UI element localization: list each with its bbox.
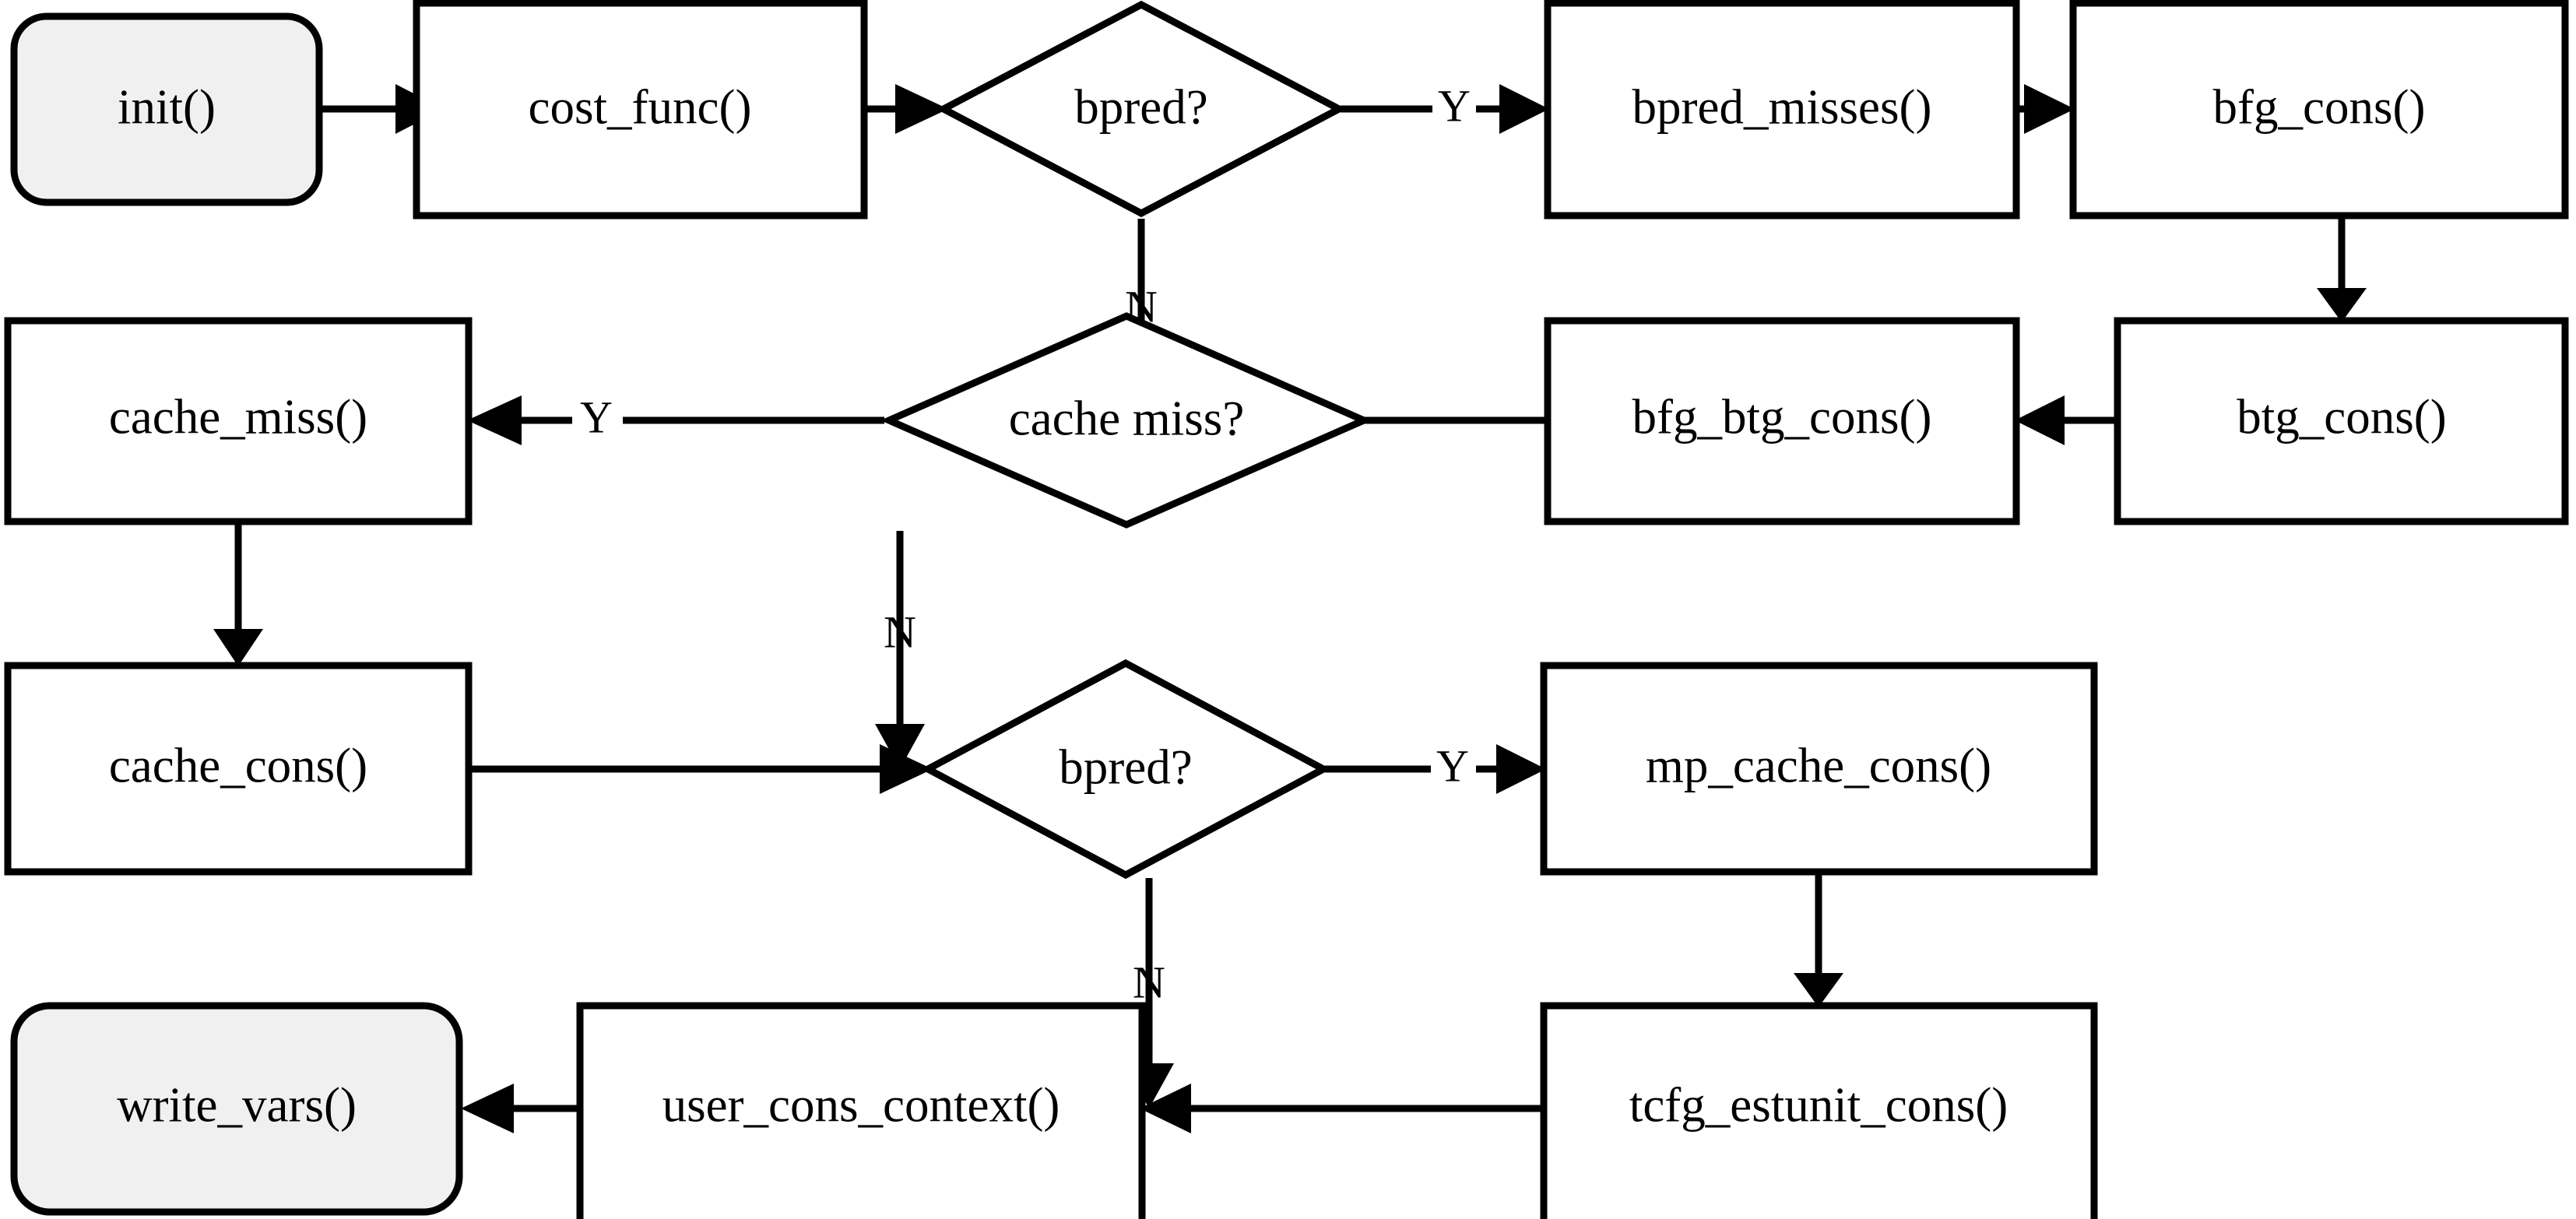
edge-bfg-cons-to-btg-cons <box>2317 216 2367 322</box>
node-btg-cons[interactable]: btg_cons() <box>2114 317 2569 525</box>
node-cache-miss-fn[interactable]: cache_miss() <box>4 317 473 525</box>
node-write-vars[interactable]: write_vars() <box>10 1002 463 1216</box>
node-bpred-decision-2[interactable]: bpred? <box>920 659 1331 880</box>
edge-bpred-misses-to-bfg-cons <box>2018 84 2075 134</box>
node-label-bfg-btg-cons: bfg_btg_cons() <box>1632 389 1932 444</box>
node-bpred-misses[interactable]: bpred_misses() <box>1544 0 2020 220</box>
edge-cache-miss-q-yes-to-cache-miss <box>467 395 884 445</box>
node-label-bfg-cons: bfg_cons() <box>2213 79 2426 134</box>
edge-bpred-1-yes-to-bpred-misses <box>1341 84 1549 134</box>
node-init[interactable]: init() <box>10 12 323 206</box>
node-label-bpred-decision-2: bpred? <box>1059 739 1192 794</box>
edge-label-bpred-2-no: N <box>1133 957 1165 1007</box>
node-label-cache-miss-fn: cache_miss() <box>109 389 367 444</box>
edges-layer <box>213 84 2367 1133</box>
node-label-tcfg-estunit-cons: tcfg_estunit_cons() <box>1629 1077 2008 1132</box>
node-user-cons-context[interactable]: user_cons_context() <box>576 1002 1146 1219</box>
edge-cache-miss-to-cache-cons <box>213 522 263 666</box>
node-bpred-decision-1[interactable]: bpred? <box>936 0 1347 218</box>
edge-cost-func-to-bpred-1 <box>866 84 948 134</box>
edge-label-cache-miss-q-no: N <box>884 606 916 657</box>
node-cache-miss-decision[interactable]: cache miss? <box>880 312 1373 529</box>
node-tcfg-estunit-cons[interactable]: tcfg_estunit_cons() <box>1540 1002 2098 1219</box>
node-bfg-cons[interactable]: bfg_cons() <box>2069 0 2569 220</box>
edge-label-bpred-2-yes: Y <box>1436 740 1469 791</box>
node-cache-cons[interactable]: cache_cons() <box>4 662 473 876</box>
node-label-write-vars: write_vars() <box>117 1077 357 1132</box>
node-mp-cache-cons[interactable]: mp_cache_cons() <box>1540 662 2098 876</box>
node-label-cost-func: cost_func() <box>529 79 752 134</box>
edge-mp-cache-cons-to-tcfg-estunit-cons <box>1794 872 1843 1007</box>
edge-label-bpred-1-yes: Y <box>1438 80 1471 131</box>
edge-tcfg-estunit-cons-to-user-cons-context <box>1140 1084 1541 1133</box>
node-bfg-btg-cons[interactable]: bfg_btg_cons() <box>1544 317 2020 525</box>
edge-btg-cons-to-bfg-btg-cons <box>2015 395 2116 445</box>
node-label-cache-miss-decision: cache miss? <box>1009 391 1245 445</box>
node-label-user-cons-context: user_cons_context() <box>662 1077 1060 1132</box>
node-label-bpred-misses: bpred_misses() <box>1632 79 1932 134</box>
edge-bpred-2-yes-to-mp-cache-cons <box>1325 744 1546 794</box>
edge-cache-miss-q-no-to-bpred-2 <box>875 531 925 769</box>
node-label-btg-cons: btg_cons() <box>2237 389 2446 444</box>
node-label-bpred-decision-1: bpred? <box>1074 79 1207 134</box>
edge-cache-cons-to-bpred-2 <box>470 744 933 794</box>
node-cost-func[interactable]: cost_func() <box>413 0 868 220</box>
node-label-init: init() <box>118 79 216 134</box>
edge-user-cons-context-to-write-vars <box>461 1084 578 1133</box>
node-label-mp-cache-cons: mp_cache_cons() <box>1646 738 1991 792</box>
edge-label-cache-miss-q-yes: Y <box>580 392 613 442</box>
node-label-cache-cons: cache_cons() <box>109 738 367 792</box>
edge-labels-layer: Y N Y N Y N <box>580 80 1471 1007</box>
